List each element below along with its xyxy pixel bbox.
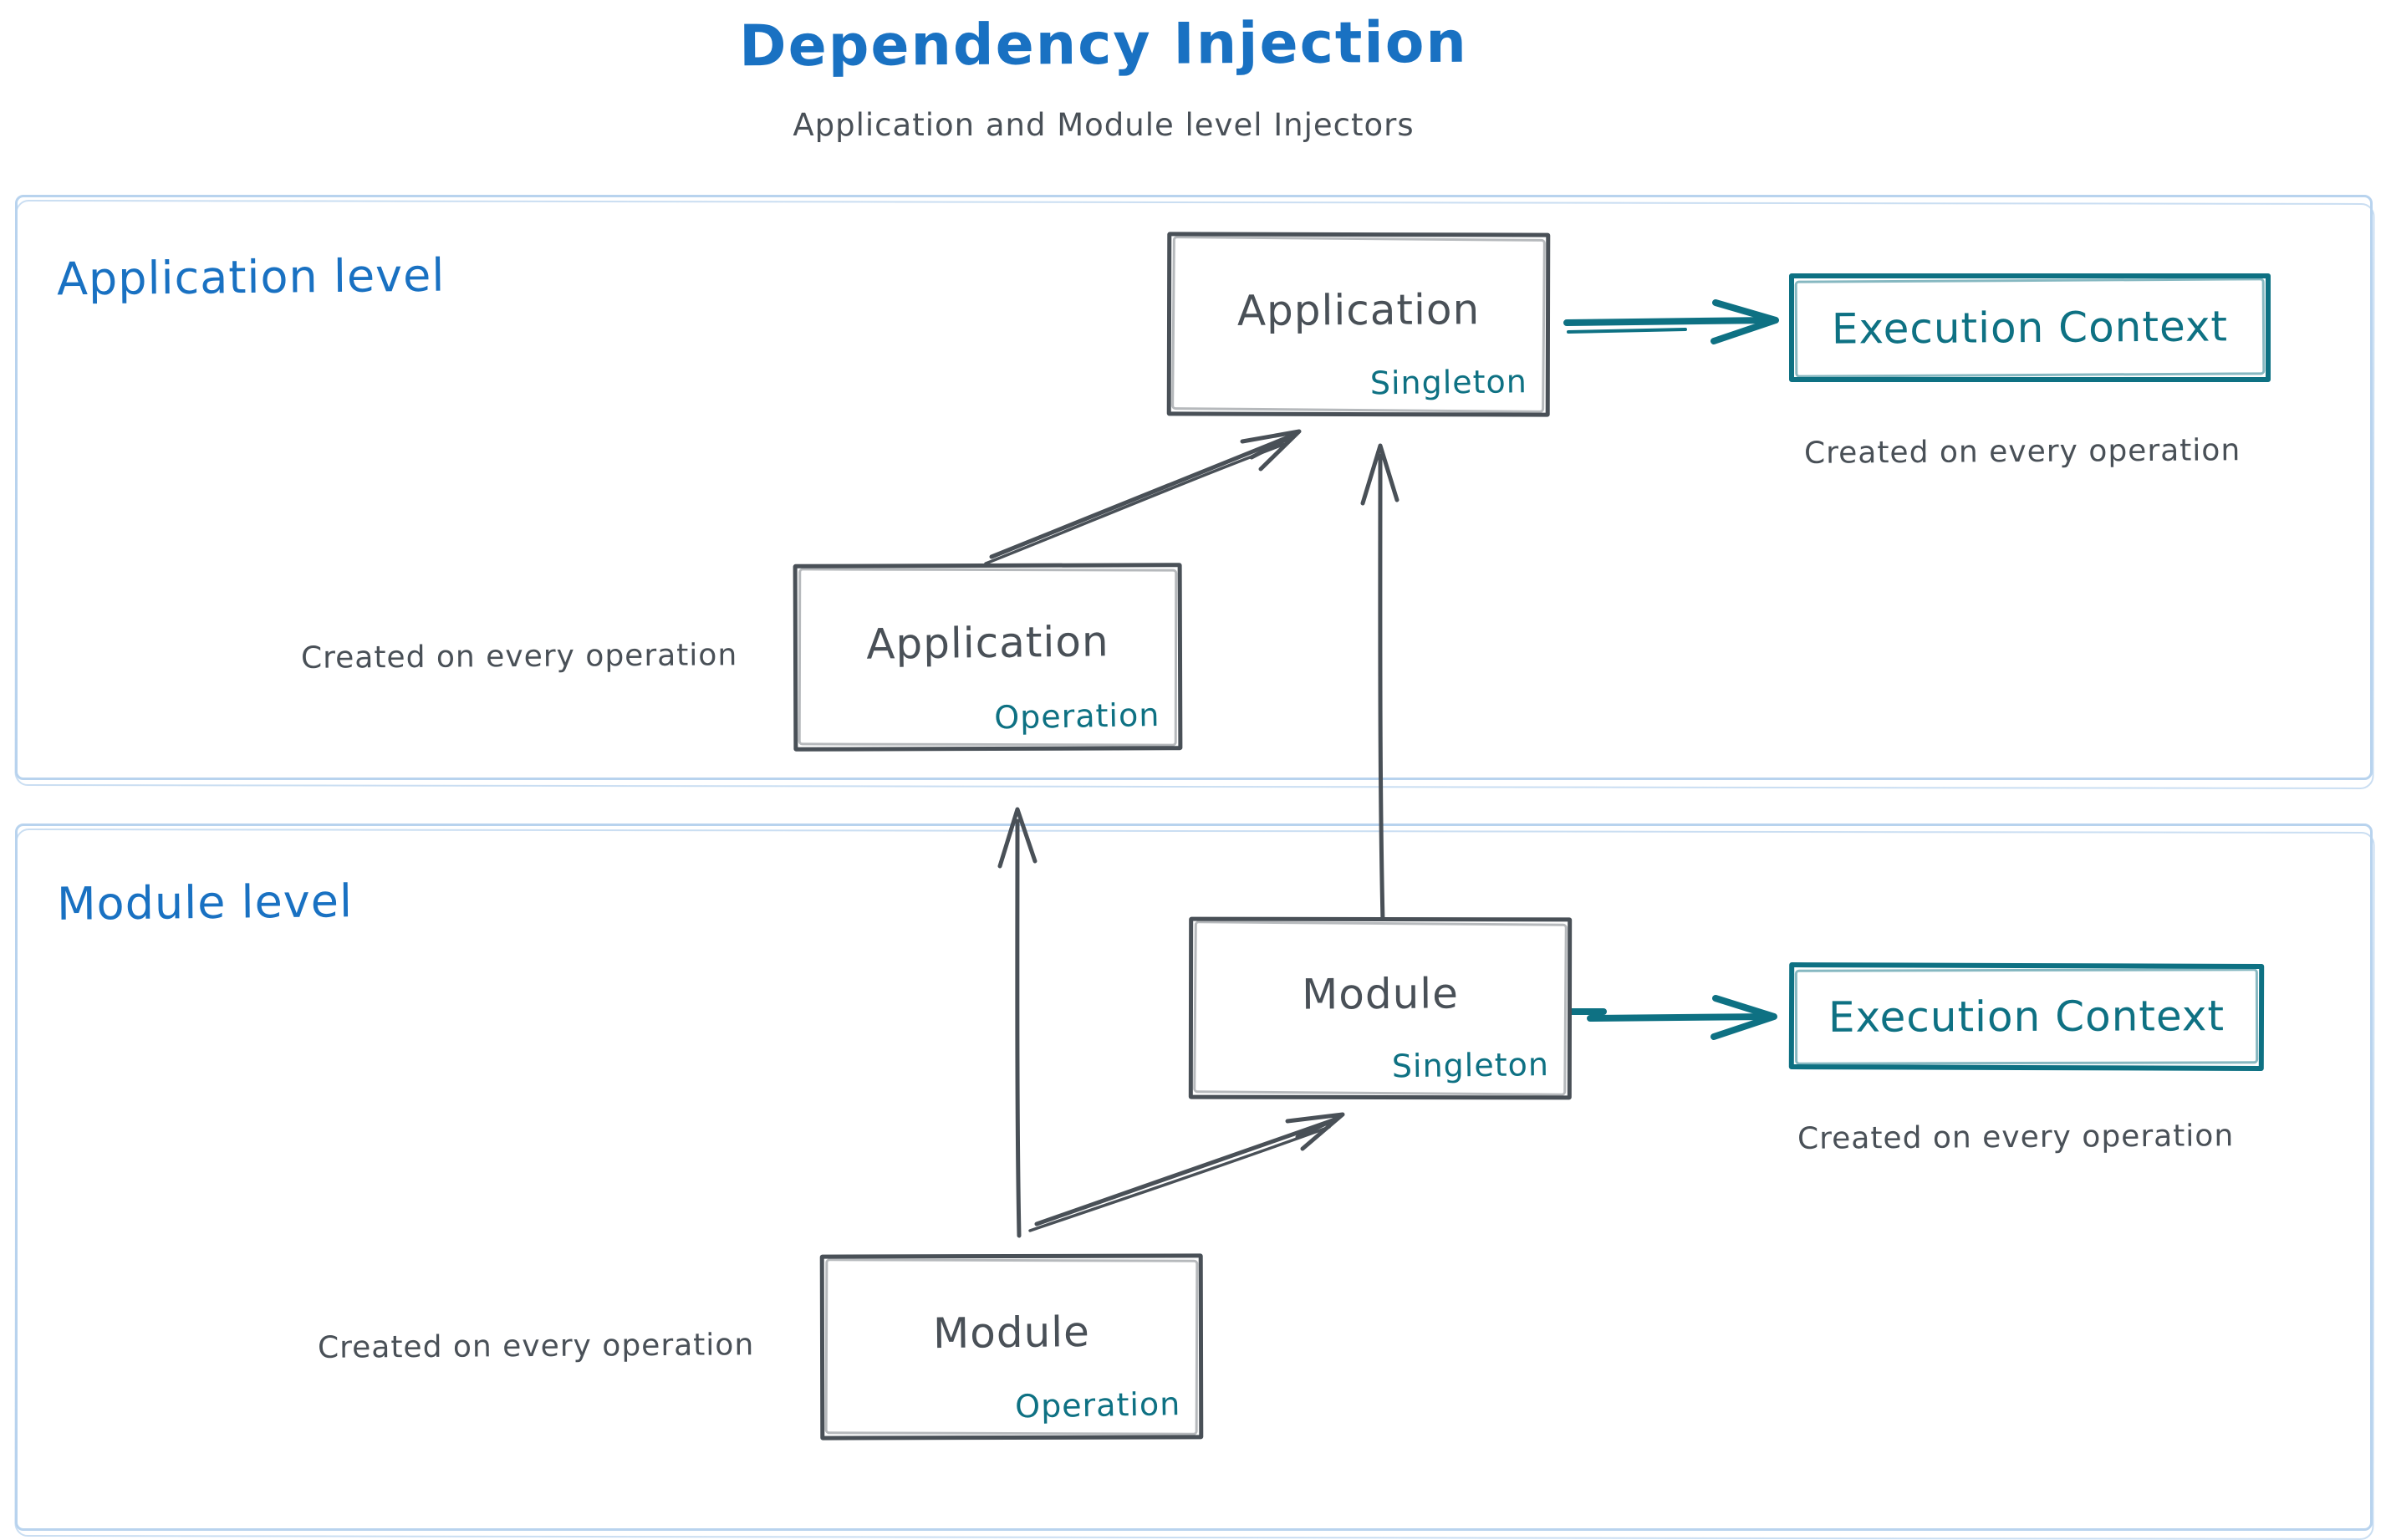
caption-module-operation: Created on every operation — [317, 1328, 755, 1365]
module-level-container — [15, 824, 2373, 1531]
node-application-operation: Application Operation — [793, 563, 1183, 752]
caption-execution-context-module: Created on every operation — [1797, 1119, 2235, 1156]
execution-context-label: Execution Context — [1828, 992, 2225, 1042]
node-label: Module — [1301, 969, 1460, 1020]
node-label: Application — [865, 617, 1109, 669]
node-label: Application — [1236, 285, 1481, 336]
execution-context-label: Execution Context — [1831, 302, 2229, 354]
node-execution-context-module: Execution Context — [1788, 962, 2265, 1071]
application-level-label: Application level — [56, 248, 446, 306]
node-module-singleton: Module Singleton — [1188, 916, 1573, 1100]
caption-execution-context-application: Created on every operation — [1803, 433, 2241, 471]
caption-app-operation: Created on every operation — [300, 638, 738, 676]
node-scope-label: Singleton — [1369, 363, 1528, 402]
module-level-label: Module level — [56, 875, 354, 931]
node-label: Module — [932, 1307, 1091, 1359]
application-level-container — [15, 195, 2373, 780]
node-application-singleton: Application Singleton — [1166, 232, 1551, 417]
diagram-subtitle: Application and Module level Injectors — [793, 107, 1415, 143]
diagram-title: Dependency Injection — [738, 9, 1469, 80]
node-module-operation: Module Operation — [819, 1253, 1204, 1441]
node-scope-label: Operation — [993, 696, 1160, 737]
node-scope-label: Singleton — [1391, 1046, 1550, 1085]
node-scope-label: Operation — [1014, 1385, 1181, 1425]
node-execution-context-application: Execution Context — [1789, 273, 2271, 382]
